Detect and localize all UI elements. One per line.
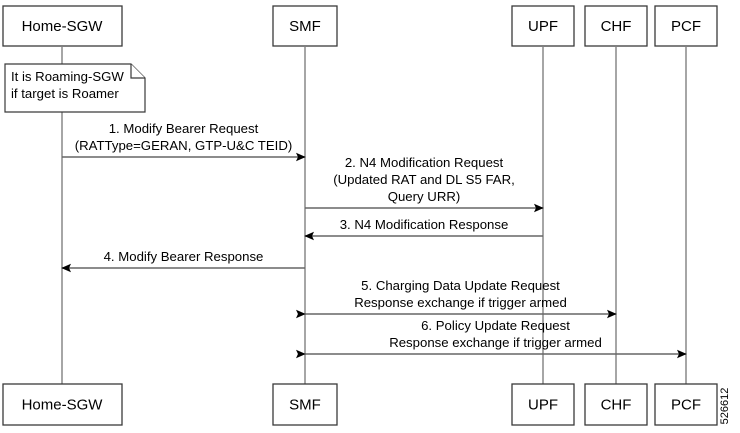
- message-label-1-line-2: (RATType=GERAN, GTP-U&C TEID): [75, 138, 293, 153]
- message-label-5-line-1: 5. Charging Data Update Request: [361, 278, 560, 293]
- lifeline-header-label-upf: UPF: [528, 18, 558, 35]
- reference-id-text: 526612: [719, 388, 731, 425]
- lifeline-footer-label-pcf: PCF: [671, 396, 701, 413]
- lifeline-footer-box-chf: [584, 383, 648, 426]
- lifeline-header-box-home-sgw: [2, 5, 123, 47]
- lifeline-header-box-smf: [272, 5, 338, 47]
- lifeline-header-box-chf: [584, 5, 648, 47]
- note-text-line-1: It is Roaming-SGW: [11, 69, 124, 84]
- lifeline-footer-label-chf: CHF: [601, 396, 632, 413]
- lifeline-footer-label-smf: SMF: [289, 396, 321, 413]
- note-body: [4, 63, 146, 113]
- reference-id: 526612: [719, 388, 731, 425]
- lifeline-footers: Home-SGW SMF UPF CHF PCF: [2, 383, 718, 426]
- lifeline-header-label-home-sgw: Home-SGW: [22, 18, 104, 35]
- note-text-line-2: if target is Roamer: [11, 86, 119, 101]
- message-label-6-line-1: 6. Policy Update Request: [421, 318, 570, 333]
- lifeline-header-label-smf: SMF: [289, 18, 321, 35]
- lifeline-header-label-pcf: PCF: [671, 18, 701, 35]
- message-label-6-line-2: Response exchange if trigger armed: [389, 335, 602, 350]
- lifeline-footer-box-home-sgw: [2, 383, 123, 426]
- lifeline-lines: [61, 46, 687, 384]
- messages: 1. Modify Bearer Request (RATType=GERAN, …: [61, 121, 687, 359]
- note-fold-corner-icon: [130, 64, 145, 79]
- message-label-2-line-1: 2. N4 Modification Request: [345, 155, 504, 170]
- lifeline-headers: Home-SGW SMF UPF CHF PCF: [2, 5, 718, 47]
- lifeline-footer-box-upf: [511, 383, 575, 426]
- message-3: 3. N4 Modification Response: [304, 217, 543, 241]
- message-4: 4. Modify Bearer Response: [61, 249, 305, 273]
- lifeline-footer-label-upf: UPF: [528, 396, 558, 413]
- message-label-5-line-2: Response exchange if trigger armed: [354, 295, 567, 310]
- message-label-2-line-3: Query URR): [388, 189, 461, 204]
- lifeline-footer-box-smf: [272, 383, 338, 426]
- message-label-2-line-2: (Updated RAT and DL S5 FAR,: [333, 172, 515, 187]
- lifeline-header-label-chf: CHF: [601, 18, 632, 35]
- note-roaming-sgw: It is Roaming-SGW if target is Roamer: [4, 63, 146, 113]
- message-2: 2. N4 Modification Request (Updated RAT a…: [305, 155, 544, 213]
- message-label-3-line-1: 3. N4 Modification Response: [340, 217, 509, 232]
- message-label-1-line-1: 1. Modify Bearer Request: [109, 121, 259, 136]
- message-label-4-line-1: 4. Modify Bearer Response: [104, 249, 264, 264]
- message-1: 1. Modify Bearer Request (RATType=GERAN, …: [62, 121, 306, 162]
- lifeline-footer-box-pcf: [654, 383, 718, 426]
- message-5: 5. Charging Data Update RequestResponse …: [295, 278, 617, 319]
- lifeline-footer-label-home-sgw: Home-SGW: [22, 396, 104, 413]
